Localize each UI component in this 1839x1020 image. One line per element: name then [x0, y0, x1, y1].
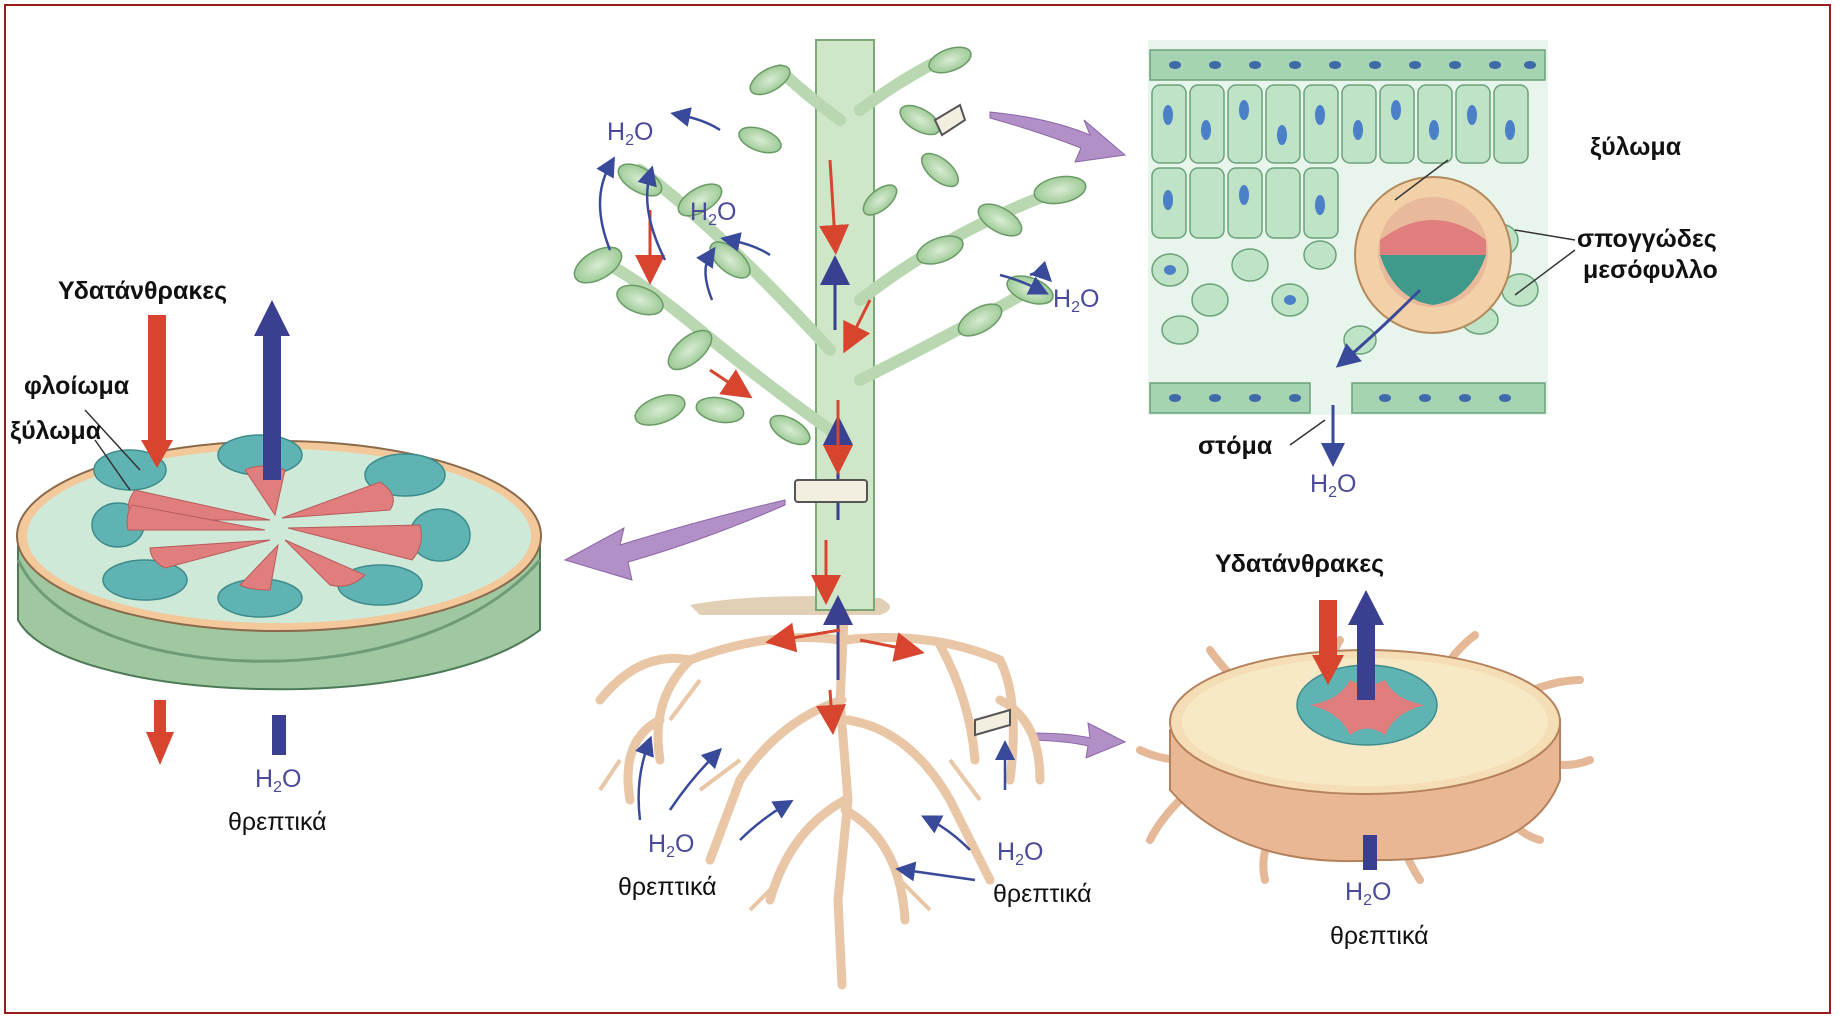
stem-cross-section: [17, 300, 541, 765]
carbohydrates-label-root: Υδατάνθρακες: [1215, 550, 1384, 579]
h2o-label-stem: H2O: [255, 765, 301, 797]
nutrients-label-root-left: θρεπτικά: [618, 873, 717, 902]
h2o-label-plant-3: H2O: [1053, 285, 1099, 317]
spongy-mesophyll-label-1: σπογγώδες: [1577, 225, 1717, 254]
h2o-label-root-left: H2O: [648, 830, 694, 862]
nutrients-label-root-section: θρεπτικά: [1330, 922, 1429, 951]
h2o-label-plant-2: H2O: [690, 198, 736, 230]
nutrients-label-root-right: θρεπτικά: [993, 880, 1092, 909]
h2o-label-plant-1: H2O: [607, 118, 653, 150]
stoma-label: στόμα: [1198, 432, 1272, 461]
h2o-label-root-section: H2O: [1345, 878, 1391, 910]
root-cross-section: [1140, 590, 1590, 880]
spongy-mesophyll-label-2: μεσόφυλλο: [1583, 256, 1718, 285]
carbohydrates-label-stem: Υδατάνθρακες: [58, 277, 227, 306]
h2o-label-leaf: H2O: [1310, 470, 1356, 502]
xylem-label-leaf: ξύλωμα: [1590, 133, 1681, 162]
leaf-cross-section: [1148, 40, 1575, 455]
h2o-label-root-right: H2O: [997, 838, 1043, 870]
xylem-label-stem: ξύλωμα: [10, 417, 101, 446]
phloem-label: φλοίωμα: [24, 372, 129, 401]
nutrients-label-stem: θρεπτικά: [228, 808, 327, 837]
